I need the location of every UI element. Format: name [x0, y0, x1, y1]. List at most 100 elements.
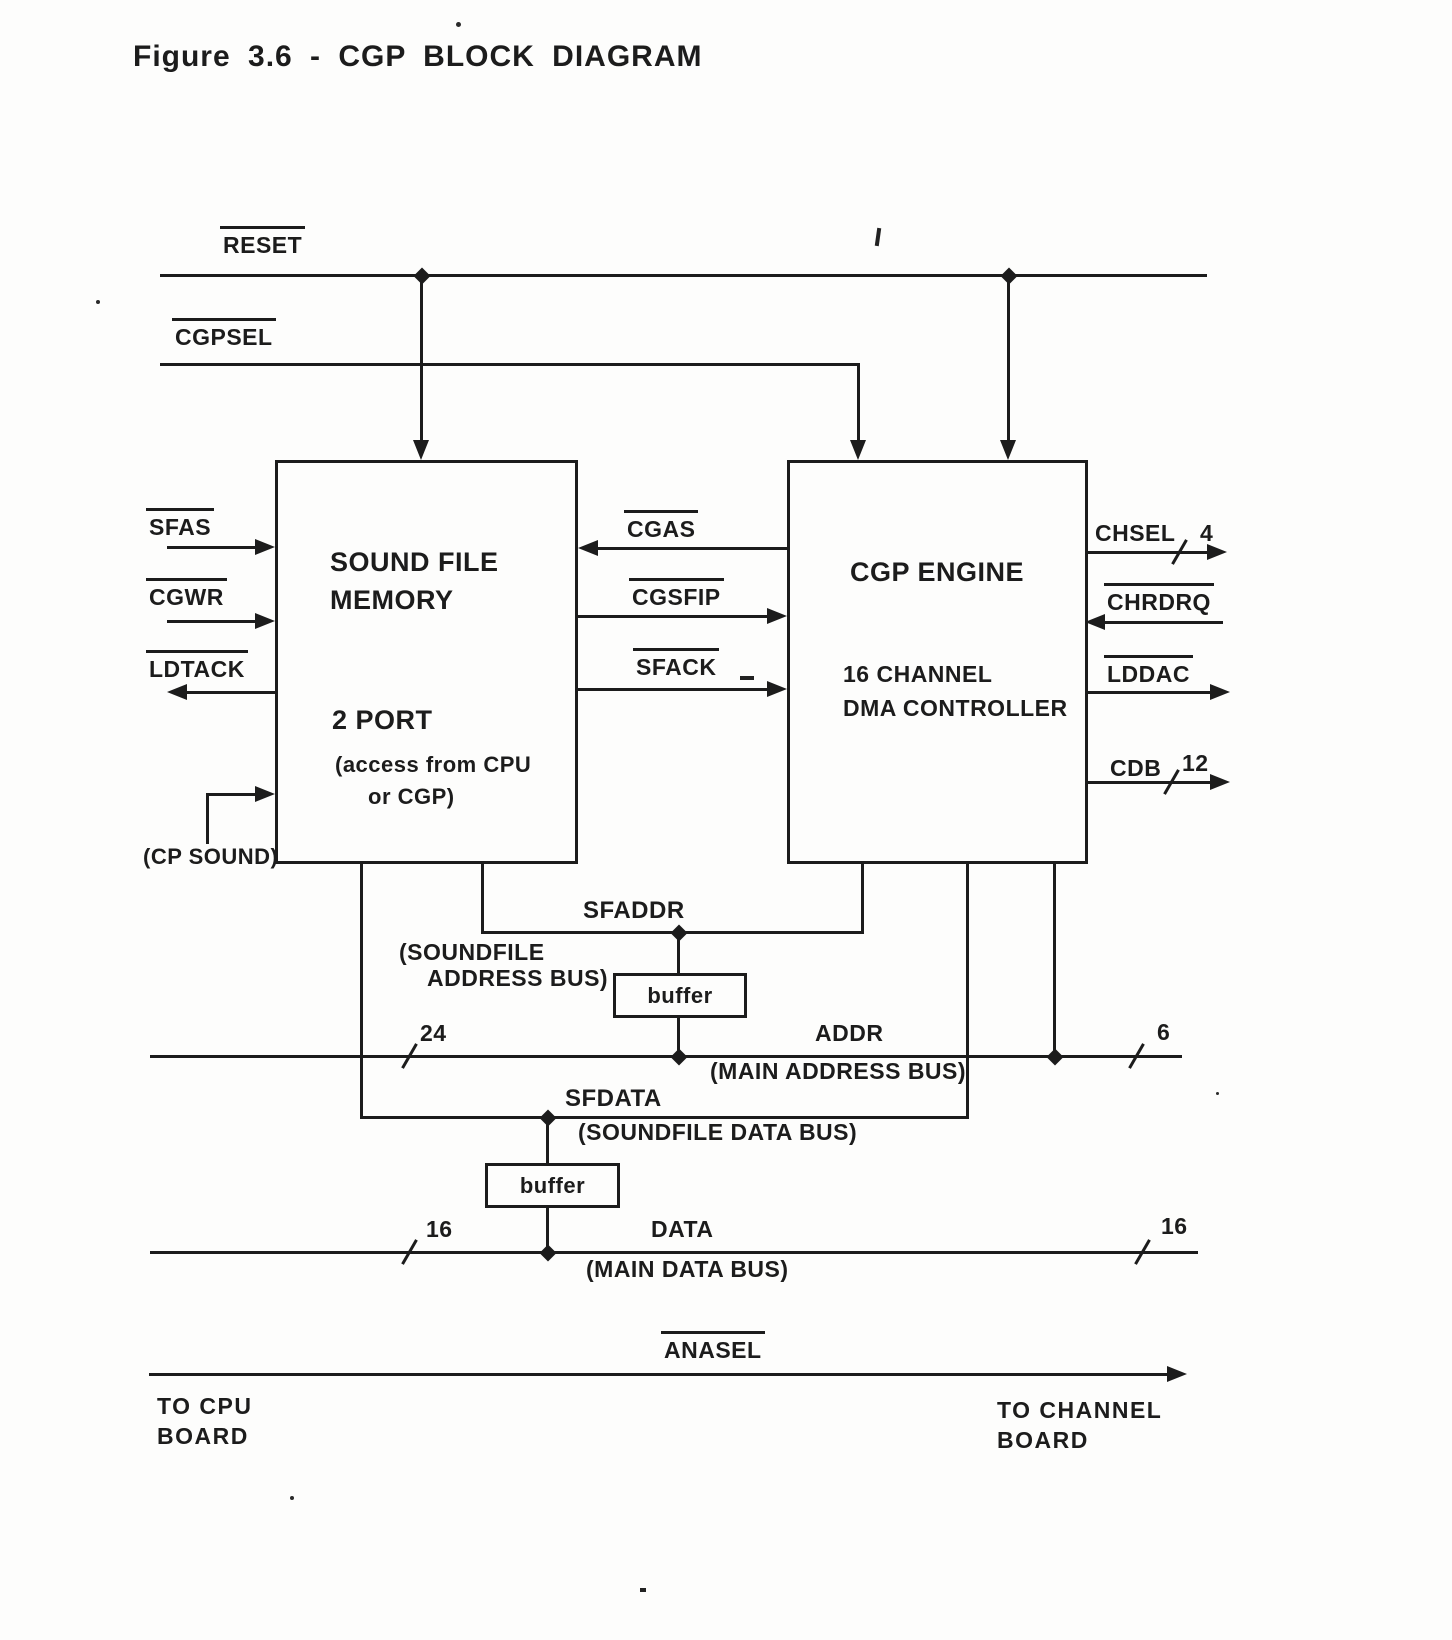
- to-channel-board-line2: BOARD: [997, 1427, 1089, 1453]
- scan-artifact: [640, 1588, 646, 1592]
- lddac-wire: [1085, 691, 1212, 694]
- lddac-signal-label: LDDAC: [1104, 655, 1193, 686]
- cgp-to-sfdata-wire: [966, 864, 969, 1118]
- cp-sound-wire-vertical: [206, 795, 209, 844]
- cgas-signal-label: CGAS: [624, 510, 699, 541]
- scan-artifact: [456, 22, 461, 27]
- data-bus-note: (MAIN DATA BUS): [586, 1256, 789, 1282]
- cgpsel-signal-label: CGPSEL: [172, 318, 276, 349]
- sfm-note-line1: (access from CPU: [335, 752, 532, 777]
- data-bus-wire: [150, 1251, 1198, 1254]
- cgp-engine-name: CGP ENGINE: [850, 557, 1025, 587]
- reset-wire: [160, 274, 1207, 277]
- scan-artifact: [290, 1496, 294, 1500]
- cgp-to-addr-wire: [1053, 864, 1056, 1055]
- buffer-to-data-wire: [546, 1208, 549, 1253]
- sfm-name-line2: MEMORY: [330, 585, 454, 615]
- lddac-arrowhead: [1210, 684, 1230, 700]
- address-buffer-block: buffer: [613, 973, 747, 1018]
- chsel-arrowhead: [1207, 544, 1227, 560]
- addr-junction-dot-buffer: [670, 1048, 688, 1066]
- chsel-wire: [1085, 551, 1209, 554]
- sfdata-bus-note: (SOUNDFILE DATA BUS): [578, 1119, 858, 1145]
- chsel-signal-label: CHSEL: [1095, 520, 1176, 546]
- data-bus-width-left: 16: [426, 1216, 453, 1242]
- addr-bus-width-right: 6: [1157, 1019, 1171, 1045]
- cp-sound-wire-horizontal: [206, 793, 257, 796]
- sfaddr-bus-note-line2: ADDRESS BUS): [427, 965, 609, 991]
- to-cpu-board-line2: BOARD: [157, 1423, 249, 1449]
- scan-artifact: [874, 227, 882, 247]
- cgp-engine-desc-line2: DMA CONTROLLER: [843, 695, 1068, 721]
- cp-sound-label: (CP SOUND): [143, 844, 279, 869]
- scan-artifact-dash: [740, 676, 754, 680]
- anasel-arrowhead: [1167, 1366, 1187, 1382]
- scan-artifact: [96, 300, 100, 304]
- cgwr-signal-label: CGWR: [146, 578, 227, 609]
- cgp-engine-block: [787, 460, 1088, 864]
- cgp-to-sfaddr-wire: [861, 864, 864, 933]
- sfack-signal-label: SFACK: [633, 648, 720, 679]
- cdb-arrowhead: [1210, 774, 1230, 790]
- chsel-bus-width: 4: [1200, 520, 1214, 546]
- addr-junction-dot-cgp: [1046, 1048, 1064, 1066]
- cgsfip-arrowhead: [767, 608, 787, 624]
- cp-sound-arrowhead: [255, 786, 275, 802]
- cdb-bus-width: 12: [1182, 750, 1209, 776]
- sfm-name-line1: SOUND FILE: [330, 547, 499, 577]
- reset-arrowhead-right: [1000, 440, 1016, 460]
- data-buffer-block: buffer: [485, 1163, 620, 1208]
- addr-bus-wire: [150, 1055, 1182, 1058]
- cgpsel-wire: [160, 363, 860, 366]
- cdb-wire: [1085, 781, 1212, 784]
- sfack-arrowhead: [767, 681, 787, 697]
- ldtack-arrowhead: [167, 684, 187, 700]
- cgwr-arrowhead: [255, 613, 275, 629]
- sfm-port-label: 2 PORT: [332, 705, 433, 735]
- data-junction-dot: [539, 1244, 557, 1262]
- cdb-signal-label: CDB: [1110, 755, 1162, 781]
- chrdrq-signal-label: CHRDRQ: [1104, 583, 1214, 614]
- sfas-arrowhead: [255, 539, 275, 555]
- sfm-note-line2: or CGP): [368, 784, 455, 809]
- cgpsel-arrowhead: [850, 440, 866, 460]
- cgsfip-wire: [578, 615, 769, 618]
- sfaddr-bus-label: SFADDR: [583, 897, 685, 924]
- addr-bus-note: (MAIN ADDRESS BUS): [710, 1058, 967, 1084]
- reset-signal-label: RESET: [220, 226, 306, 257]
- cgpsel-drop-wire: [857, 363, 860, 442]
- sfack-wire: [578, 688, 769, 691]
- sfas-wire: [167, 546, 257, 549]
- cgas-wire: [596, 547, 787, 550]
- addr-bus-width-left: 24: [420, 1020, 447, 1046]
- chrdrq-arrowhead: [1085, 614, 1105, 630]
- chrdrq-wire: [1103, 621, 1223, 624]
- data-bus-label: DATA: [651, 1216, 714, 1242]
- buffer-to-addr-wire: [677, 1018, 680, 1057]
- sfdata-bus-wire: [360, 1116, 969, 1119]
- ldtack-signal-label: LDTACK: [146, 650, 248, 681]
- reset-drop-wire-left: [420, 277, 423, 442]
- reset-drop-wire-right: [1007, 277, 1010, 442]
- addr-bus-label: ADDR: [815, 1020, 884, 1046]
- cgp-engine-desc-line1: 16 CHANNEL: [843, 661, 993, 687]
- to-cpu-board-line1: TO CPU: [157, 1393, 253, 1419]
- sfdata-bus-label: SFDATA: [565, 1085, 662, 1112]
- sfm-to-sfdata-wire: [360, 864, 363, 1118]
- data-bus-width-right: 16: [1161, 1213, 1188, 1239]
- cgas-arrowhead: [578, 540, 598, 556]
- sfm-to-sfaddr-wire: [481, 864, 484, 933]
- sfaddr-to-buffer-wire: [677, 934, 680, 973]
- cgwr-wire: [167, 620, 257, 623]
- sfaddr-bus-note-line1: (SOUNDFILE: [399, 939, 545, 965]
- reset-arrowhead-left: [413, 440, 429, 460]
- figure-title: Figure 3.6 - CGP BLOCK DIAGRAM: [133, 40, 703, 73]
- anasel-wire: [149, 1373, 1169, 1376]
- sfdata-to-buffer-wire: [546, 1119, 549, 1163]
- to-channel-board-line1: TO CHANNEL: [997, 1397, 1163, 1423]
- anasel-signal-label: ANASEL: [661, 1331, 765, 1362]
- sfas-signal-label: SFAS: [146, 508, 215, 539]
- sound-file-memory-block: [275, 460, 578, 864]
- ldtack-wire: [185, 691, 275, 694]
